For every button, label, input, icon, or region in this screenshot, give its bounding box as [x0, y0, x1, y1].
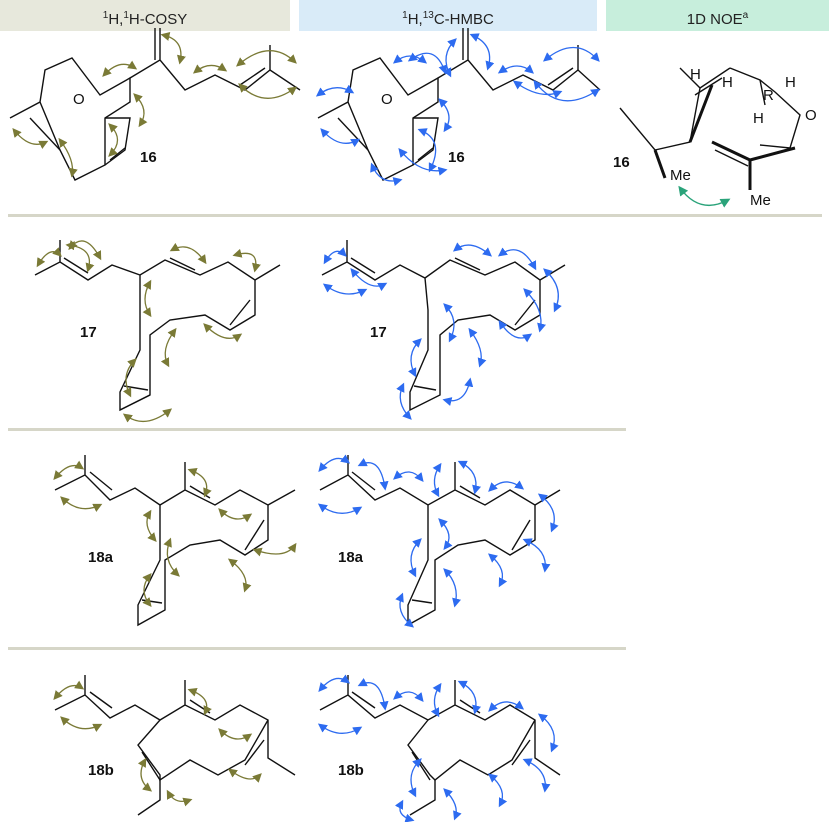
r-group-noe: R [763, 87, 774, 104]
hydrogen-atom-noe-2: H [722, 74, 733, 91]
structure-18a-cosy [54, 455, 296, 627]
compound-label-17-cosy: 17 [80, 324, 97, 341]
hmbc-arrows-18b [317, 674, 559, 822]
separator-3 [8, 647, 626, 650]
compound-label-18a-hmbc: 18a [338, 549, 364, 566]
compound-label-18a-cosy: 18a [88, 549, 114, 566]
header-cosy: 1H,1H-COSY [0, 0, 290, 31]
structure-18b-hmbc [319, 675, 561, 816]
header-hmbc: 1H,13C-HMBC [299, 0, 597, 31]
compound-label-17-hmbc: 17 [370, 324, 387, 341]
methyl-noe-2: Me [750, 192, 771, 209]
structure-17-cosy [34, 240, 281, 412]
separator-2 [8, 428, 626, 431]
compound-label-16-hmbc: 16 [448, 149, 465, 166]
cosy-arrows-18b [53, 680, 262, 807]
cosy-arrows-17 [36, 240, 261, 423]
noe-arrow [678, 185, 731, 208]
header-noe: 1D NOEa [606, 0, 829, 31]
hydrogen-atom-noe-4: H [753, 110, 764, 127]
hydrogen-atom-noe-3: H [785, 74, 796, 91]
oxygen-atom-16b: O [381, 91, 393, 108]
structure-16-noe [619, 67, 801, 190]
cosy-arrows-16 [12, 32, 298, 178]
separator-1 [8, 214, 822, 217]
hmbc-arrows-18a [317, 454, 559, 628]
compound-label-16-noe: 16 [613, 154, 630, 171]
cosy-arrows-18a [53, 460, 297, 608]
hydrogen-atom-noe-1: H [690, 66, 701, 83]
oxygen-atom-16a: O [73, 91, 85, 108]
oxygen-atom-noe: O [805, 107, 817, 124]
hmbc-arrows-16 [315, 33, 601, 186]
hmbc-arrows-17 [322, 242, 562, 420]
structure-18a-hmbc [319, 455, 561, 627]
structure-18b-cosy [54, 675, 296, 816]
compound-label-16-cosy: 16 [140, 149, 157, 166]
compound-label-18b-cosy: 18b [88, 762, 114, 779]
compound-label-18b-hmbc: 18b [338, 762, 364, 779]
methyl-noe-1: Me [670, 167, 691, 184]
structure-17-hmbc [321, 240, 566, 412]
